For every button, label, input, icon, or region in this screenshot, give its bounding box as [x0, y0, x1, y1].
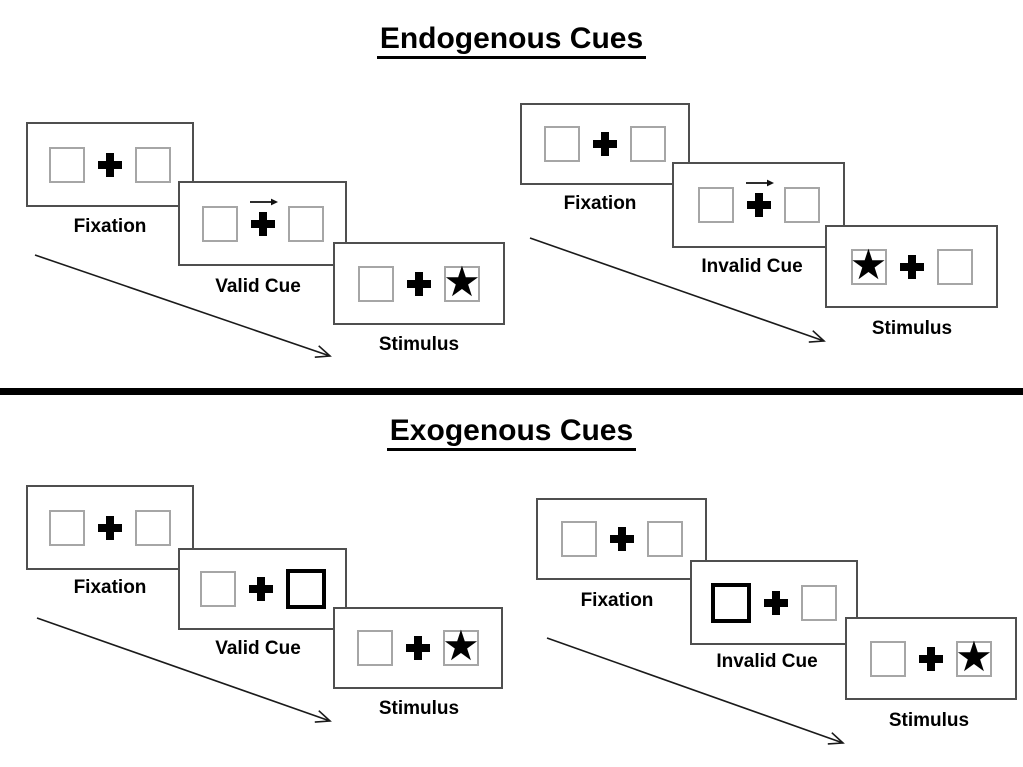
fixation-cross-icon	[609, 527, 634, 551]
left-placeholder-box	[49, 146, 85, 183]
right-target-box: ★	[443, 260, 481, 302]
panel-label: Valid Cue	[215, 276, 301, 297]
right-placeholder-box	[801, 584, 837, 621]
fixation-cross-icon	[250, 211, 275, 236]
left-placeholder-box	[560, 521, 597, 557]
fixation-cross-icon	[746, 193, 771, 217]
fixation-cross-group	[609, 527, 634, 551]
stimulus-panel: ★	[845, 617, 1017, 700]
panel-label: Invalid Cue	[701, 256, 803, 277]
stimulus-panel: ★	[333, 242, 505, 325]
section-title-exogenous-text: Exogenous Cues	[386, 414, 637, 451]
target-star-icon: ★	[443, 256, 481, 306]
fixation-cross-group	[248, 577, 273, 601]
section-title-exogenous: Exogenous Cues	[0, 414, 1023, 451]
fixation-cross-icon	[98, 515, 122, 540]
fixation-cross-group	[98, 152, 122, 177]
section-title-endogenous-text: Endogenous Cues	[376, 22, 647, 59]
panel-label: Fixation	[563, 193, 637, 214]
fixation-cross-icon	[248, 577, 273, 601]
right-placeholder-box	[287, 205, 324, 242]
panel-label: Invalid Cue	[716, 651, 818, 672]
right-placeholder-box	[936, 248, 973, 285]
fixation-cross-group	[406, 636, 430, 660]
fixation-cross-icon	[406, 636, 430, 660]
left-placeholder-box	[544, 126, 580, 162]
target-star-icon: ★	[955, 631, 993, 681]
cue-direction-arrow-icon	[249, 198, 278, 205]
panel-label: Valid Cue	[215, 638, 301, 659]
right-placeholder-box	[783, 187, 820, 223]
invalid-cue-panel	[672, 162, 845, 248]
target-star-icon: ★	[442, 621, 480, 670]
time-sequence-arrow-endo-invalid	[529, 237, 826, 343]
panel-label: Fixation	[580, 590, 654, 611]
cue-direction-arrow-icon	[745, 179, 774, 187]
left-placeholder-box	[697, 187, 734, 223]
fixation-cross-icon	[593, 132, 617, 156]
left-placeholder-box	[358, 265, 394, 302]
right-placeholder-box	[646, 521, 683, 557]
time-sequence-arrow-endo-valid	[34, 254, 332, 358]
right-placeholder-box	[135, 509, 171, 546]
panel-label: Stimulus	[888, 710, 970, 731]
fixation-panel	[536, 498, 707, 580]
fixation-cross-icon	[919, 646, 943, 671]
panel-label: Fixation	[73, 216, 147, 237]
highlighted-cue-box	[285, 569, 326, 609]
panel-label: Stimulus	[378, 334, 460, 355]
target-star-icon: ★	[849, 239, 888, 289]
valid-cue-panel	[178, 181, 347, 266]
fixation-cross-icon	[764, 590, 788, 615]
valid-cue-panel	[178, 548, 347, 630]
invalid-cue-panel	[690, 560, 858, 645]
panel-label: Stimulus	[871, 318, 953, 339]
time-sequence-arrow-exo-valid	[36, 617, 332, 723]
right-placeholder-box	[135, 146, 171, 183]
fixation-panel	[26, 122, 194, 207]
fixation-cross-group	[899, 254, 924, 279]
right-target-box: ★	[955, 635, 993, 677]
fixation-cross-group	[919, 646, 943, 671]
fixation-cross-group	[593, 132, 617, 156]
left-placeholder-box	[199, 571, 236, 607]
panel-label: Fixation	[73, 577, 147, 598]
fixation-cross-group	[745, 179, 774, 217]
left-target-box: ★	[850, 243, 888, 285]
fixation-cross-icon	[899, 254, 924, 279]
stimulus-panel: ★	[825, 225, 998, 308]
stimulus-panel: ★	[333, 607, 503, 689]
fixation-cross-group	[249, 198, 278, 236]
fixation-cross-group	[407, 271, 431, 296]
fixation-cross-icon	[98, 152, 122, 177]
fixation-cross-group	[764, 590, 788, 615]
right-placeholder-box	[630, 126, 666, 162]
left-placeholder-box	[357, 630, 393, 666]
fixation-cross-icon	[407, 271, 431, 296]
fixation-panel	[520, 103, 690, 185]
left-placeholder-box	[870, 640, 906, 677]
right-target-box: ★	[442, 625, 480, 667]
left-placeholder-box	[49, 509, 85, 546]
fixation-cross-group	[98, 515, 122, 540]
left-placeholder-box	[201, 205, 238, 242]
time-sequence-arrow-exo-invalid	[546, 637, 845, 745]
fixation-panel	[26, 485, 194, 570]
panel-label: Stimulus	[378, 698, 460, 719]
section-title-endogenous: Endogenous Cues	[0, 22, 1023, 59]
section-divider	[0, 388, 1023, 395]
highlighted-cue-box	[711, 582, 751, 623]
